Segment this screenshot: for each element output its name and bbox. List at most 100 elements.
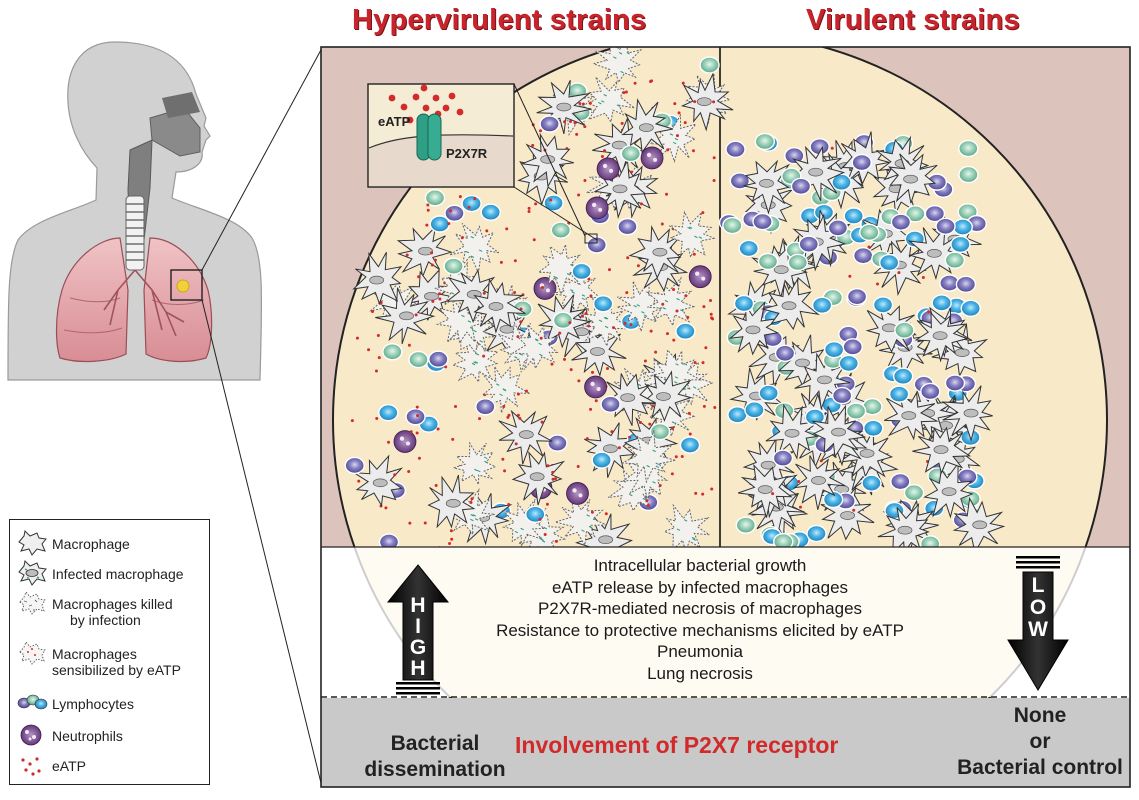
bacteria-mark: [465, 250, 470, 254]
bacteria-mark: [694, 235, 698, 239]
eatp-dot: [620, 121, 624, 125]
eatp-dot: [425, 223, 429, 227]
bacteria-mark: [598, 319, 603, 323]
bacteria-mark: [473, 361, 477, 364]
eatp-dot: [578, 102, 582, 106]
macrophage-nucleus: [696, 97, 712, 106]
bacteria-mark: [474, 518, 479, 521]
eatp-dot: [646, 504, 650, 508]
lymphocyte: [872, 296, 894, 314]
macrophage-nucleus: [759, 179, 774, 188]
bacteria-mark: [474, 468, 478, 472]
effect-item: Intracellular bacterial growth: [593, 556, 807, 575]
eatp-dot: [665, 192, 669, 196]
bacteria-mark: [629, 493, 633, 497]
eatp-dot: [687, 411, 691, 415]
macrophage-nucleus: [369, 275, 385, 285]
bacteria-mark: [603, 317, 608, 320]
eatp-dot: [713, 406, 717, 410]
lymphocyte: [699, 56, 720, 74]
sensibilized-macrophage: [577, 296, 632, 348]
sensibilized-macrophage: [620, 429, 676, 484]
eatp-dot: [648, 422, 652, 426]
low-letter: O: [1030, 596, 1046, 619]
macrophage-nucleus: [598, 535, 614, 545]
macrophage-nucleus: [926, 249, 942, 258]
eatp-dot: [546, 464, 550, 468]
high-arrow: H I G H: [386, 564, 450, 695]
neutrophil-granule: [653, 157, 658, 162]
bronchi: [103, 269, 185, 337]
eatp-dot: [551, 477, 555, 481]
eatp-dot: [433, 258, 437, 262]
eatp-dot: [554, 477, 558, 481]
lymphocyte: [725, 140, 746, 159]
eatp-dot: [610, 430, 614, 434]
bacteria-mark: [570, 264, 574, 267]
eatp-dot: [654, 350, 658, 354]
legend: Macrophage Infected macrophage Macrophag…: [9, 519, 210, 785]
eatp-dot: [639, 202, 643, 206]
eatp-dot: [568, 321, 572, 325]
eatp-dot: [629, 170, 633, 174]
lymphocyte: [757, 252, 779, 271]
macrophage-nucleus: [418, 246, 433, 256]
eatp-dot: [409, 430, 413, 434]
bacteria-mark: [674, 137, 679, 141]
eatp-dot: [454, 405, 458, 409]
lymphocyte: [890, 472, 911, 491]
sensibilized-macrophage: [451, 441, 497, 487]
macrophage-nucleus: [518, 430, 534, 439]
lymphocyte: [774, 344, 796, 363]
eatp-dot: [600, 154, 604, 158]
eatp-dot: [709, 299, 713, 303]
lymphocytes-icon: [17, 694, 48, 710]
eatp-dot: [672, 338, 676, 342]
effects-list: Intracellular bacterial growth eATP rele…: [420, 555, 980, 684]
bacteria-mark: [581, 297, 586, 301]
macrophage-nucleus: [831, 427, 846, 437]
eatp-dot: [447, 222, 451, 226]
eatp-dot: [416, 414, 420, 418]
bacteria-mark: [541, 540, 546, 543]
sensibilized-macrophage: [435, 297, 486, 345]
bacteria-mark: [655, 465, 660, 468]
eatp-dot: [449, 529, 453, 533]
legend-label: Infected macrophage: [52, 566, 184, 582]
bacteria-mark: [477, 469, 481, 473]
bacteria-mark: [520, 527, 524, 531]
eatp-dot: [677, 111, 681, 115]
lymphocyte: [675, 322, 696, 340]
macrophage-nucleus: [372, 478, 388, 488]
lymphocyte: [811, 296, 833, 314]
outcome-line: or: [1029, 730, 1051, 753]
outcome-line: Bacterial: [390, 732, 480, 755]
macrophage-nucleus: [611, 140, 627, 150]
sensibilized-macrophage: [663, 503, 710, 547]
lymphocyte: [890, 213, 912, 231]
eatp-dot: [449, 209, 453, 213]
lymphocyte: [903, 483, 925, 502]
effect-item: Pneumonia: [656, 642, 743, 661]
macrophage-nucleus: [760, 460, 776, 470]
eatp-dot: [417, 275, 421, 279]
eatp-dot: [589, 294, 593, 298]
eatp-icon: [21, 757, 41, 776]
macrophage-nucleus: [903, 174, 919, 184]
eatp-dot: [797, 480, 801, 484]
eatp-dot: [681, 81, 685, 85]
macrophage-icon: [18, 529, 47, 556]
bacteria-mark: [566, 273, 571, 276]
lymphocyte: [378, 533, 400, 547]
infection-spot: [176, 279, 190, 293]
bacteria-mark: [470, 255, 475, 258]
lymphocyte: [571, 262, 592, 281]
lymphocyte: [461, 194, 482, 213]
lymphocyte: [729, 172, 751, 190]
lymphocyte: [424, 189, 446, 207]
eatp-dot: [702, 305, 706, 309]
eatp-dot: [430, 251, 434, 255]
eatp-dot: [607, 268, 611, 272]
lymphocyte: [543, 194, 564, 212]
